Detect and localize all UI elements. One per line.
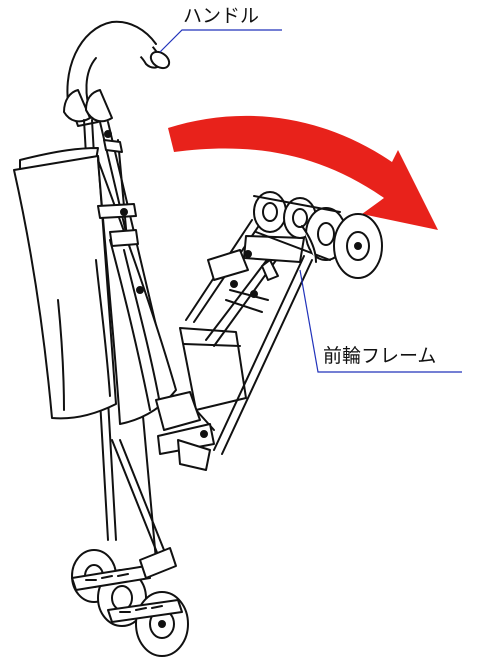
basket-area	[155, 327, 247, 471]
handle-leader-line	[159, 29, 282, 53]
front-frame-leader-line	[299, 269, 462, 373]
rotation-arrow-icon	[168, 115, 438, 230]
rear-wheels	[71, 547, 189, 657]
seat-fabric	[13, 147, 177, 425]
front-wheel-frame-structure	[185, 219, 313, 455]
leader-lines	[159, 29, 462, 373]
frame-joints	[97, 203, 144, 294]
folded-stroller-illustration	[13, 20, 383, 657]
front-wheels	[253, 191, 383, 279]
handle-label: ハンドル	[183, 5, 260, 27]
handle-grip	[63, 20, 171, 127]
front-wheel-frame-label: 前輪フレーム	[323, 345, 437, 367]
